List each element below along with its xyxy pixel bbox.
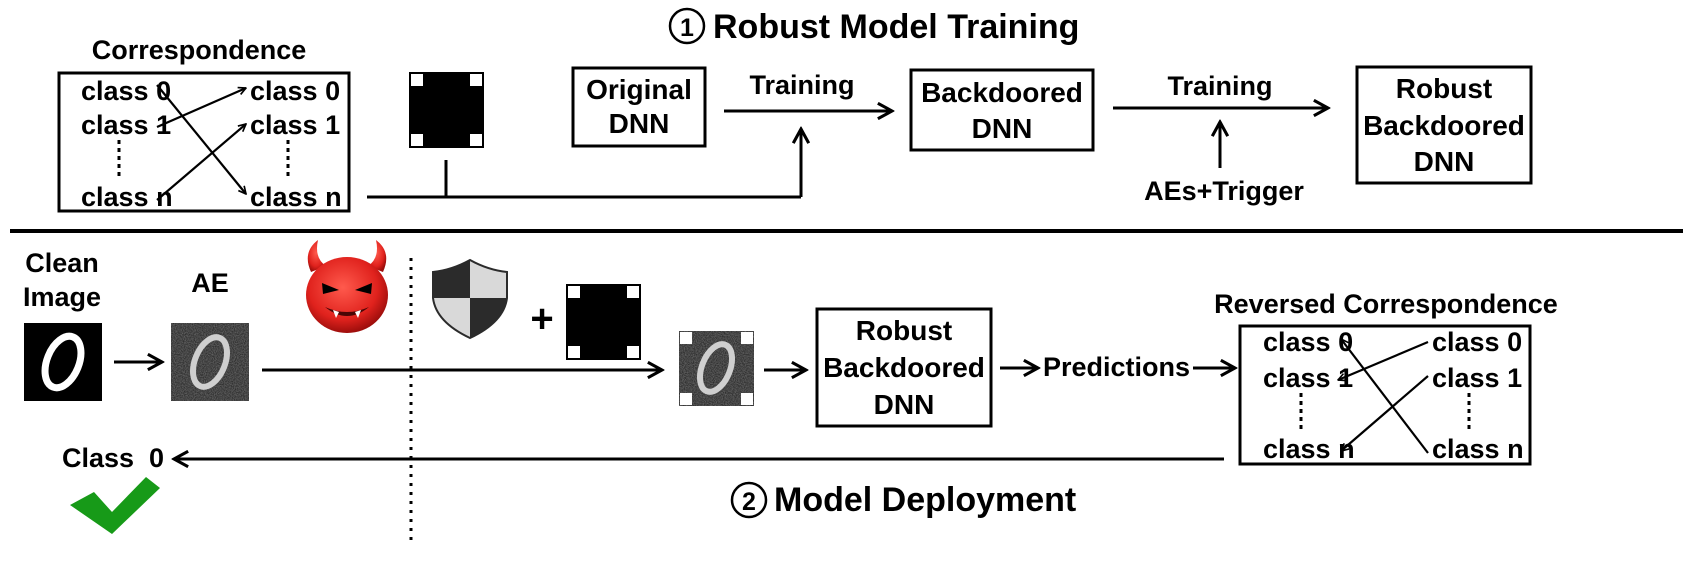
original-dnn-label-2: DNN bbox=[609, 108, 670, 139]
devil-icon bbox=[306, 240, 388, 333]
robust-bottom-label-2: Backdoored bbox=[823, 352, 985, 383]
section-training-title: 1 Robust Model Training bbox=[668, 7, 1079, 46]
reversed-correspondence-title: Reversed Correspondence bbox=[1214, 289, 1558, 319]
corr-left-n: class n bbox=[81, 182, 173, 212]
corr-right-n: class n bbox=[250, 182, 342, 212]
section-title-2: Model Deployment bbox=[774, 481, 1076, 519]
section-number-2: 2 bbox=[742, 488, 756, 516]
backdoored-dnn-label-1: Backdoored bbox=[921, 77, 1083, 108]
shield-icon bbox=[432, 258, 508, 340]
section-deployment-title: 2 Model Deployment bbox=[730, 481, 1076, 519]
clean-digit-image bbox=[24, 323, 102, 401]
corr-left-0: class 0 bbox=[81, 76, 171, 106]
rev-left-1: class 1 bbox=[1263, 363, 1353, 393]
reversed-correspondence-arrows bbox=[1338, 339, 1429, 454]
robust-backdoored-dnn-box-bottom bbox=[815, 307, 993, 428]
clean-image-label-1: Clean bbox=[25, 248, 99, 278]
checkmark-icon bbox=[70, 477, 160, 534]
correspondence-box bbox=[57, 71, 351, 213]
original-dnn-box bbox=[571, 66, 707, 148]
backdoored-dnn-box bbox=[909, 68, 1095, 152]
corr-right-0: class 0 bbox=[250, 76, 340, 106]
rev-left-0: class 0 bbox=[1263, 327, 1353, 357]
rev-right-0: class 0 bbox=[1432, 327, 1522, 357]
corr-left-1: class 1 bbox=[81, 110, 171, 140]
ae-with-trigger-image bbox=[679, 331, 754, 406]
backdoored-dnn-label-2: DNN bbox=[972, 113, 1033, 144]
robust-top-label-1: Robust bbox=[1396, 73, 1492, 104]
clean-image-label-2: Image bbox=[23, 282, 101, 312]
rev-right-n: class n bbox=[1432, 434, 1524, 464]
correspondence-title: Correspondence bbox=[92, 35, 307, 65]
predictions-label: Predictions bbox=[1043, 352, 1190, 382]
trigger-pattern-icon-2 bbox=[566, 284, 641, 360]
aes-trigger-label: AEs+Trigger bbox=[1144, 176, 1304, 206]
robust-top-label-3: DNN bbox=[1414, 146, 1475, 177]
correspondence-arrows bbox=[156, 84, 246, 201]
ae-digit-image bbox=[171, 323, 249, 401]
section-title-1: Robust Model Training bbox=[713, 8, 1079, 46]
corr-right-1: class 1 bbox=[250, 110, 340, 140]
rev-left-n: class n bbox=[1263, 434, 1355, 464]
robust-bottom-label-3: DNN bbox=[874, 389, 935, 420]
training-label-2: Training bbox=[1167, 71, 1272, 101]
robust-backdoored-dnn-box-top bbox=[1355, 65, 1533, 185]
training-input-connector bbox=[367, 129, 801, 199]
result-class-label: Class 0 bbox=[62, 443, 164, 473]
training-label-1: Training bbox=[749, 70, 854, 100]
reversed-correspondence-box bbox=[1238, 324, 1532, 466]
robust-top-label-2: Backdoored bbox=[1363, 110, 1525, 141]
rev-right-1: class 1 bbox=[1432, 363, 1522, 393]
original-dnn-label-1: Original bbox=[586, 74, 692, 105]
trigger-pattern-icon bbox=[409, 72, 484, 148]
section-number-1: 1 bbox=[680, 14, 694, 42]
plus-sign: + bbox=[530, 297, 553, 341]
robust-bottom-label-1: Robust bbox=[856, 315, 952, 346]
ae-label: AE bbox=[191, 268, 229, 298]
